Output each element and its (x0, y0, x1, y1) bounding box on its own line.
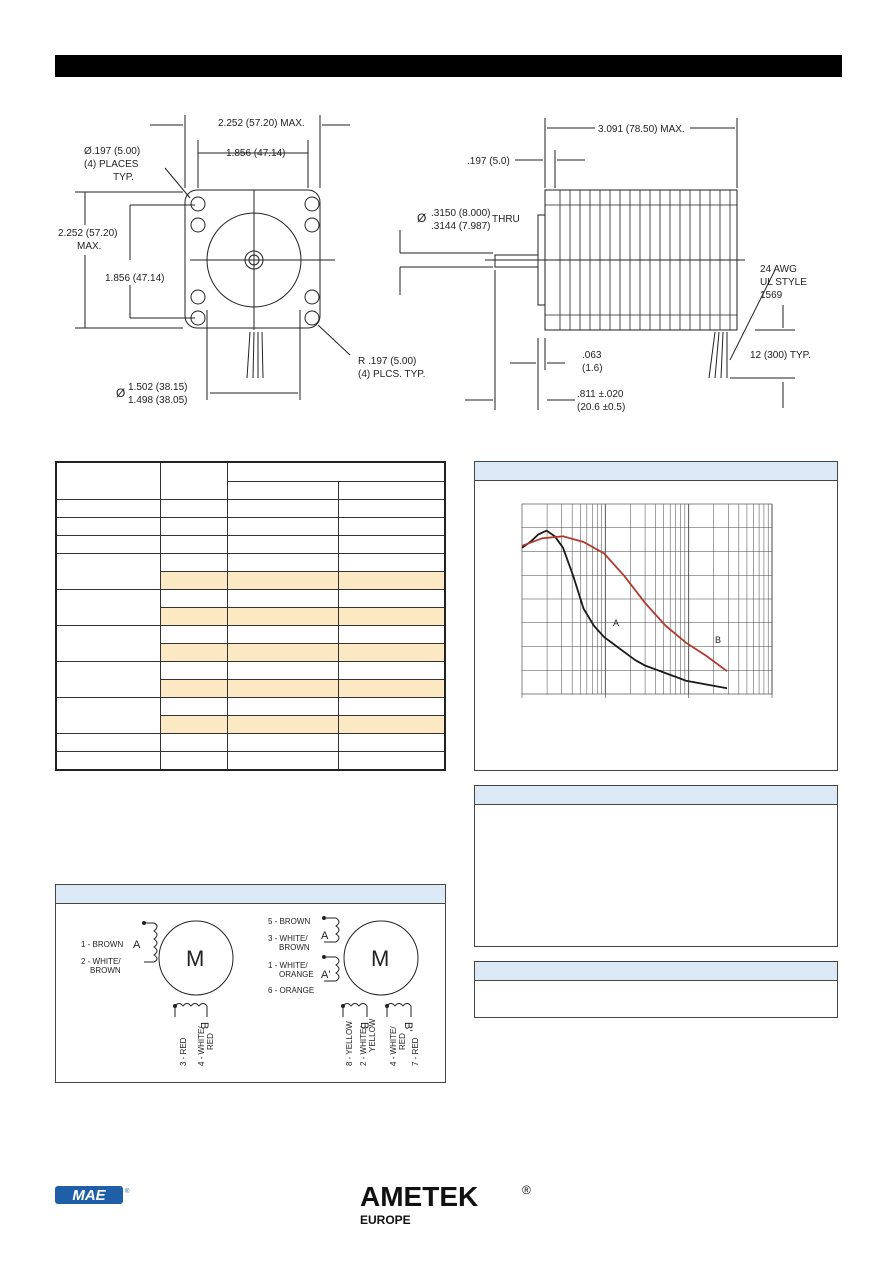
dim-lead-length: 12 (300) TYP. (750, 350, 811, 361)
bipolar-phase-a: A (133, 939, 141, 951)
dim-boss-2: (1.6) (582, 363, 603, 374)
ametek-registered: ® (522, 1183, 531, 1197)
table-row (55, 625, 446, 662)
top-banner (55, 55, 842, 77)
dim-pilot-1: 1.502 (38.15) (128, 382, 188, 393)
notes-panel (474, 785, 838, 947)
bipolar-motor-label: M (186, 946, 204, 971)
bipolar-phase-b: B (198, 1022, 210, 1029)
dim-radius-1: R .197 (5.00) (358, 356, 416, 367)
dim-bolt-spacing-left: 1.856 (47.14) (105, 273, 165, 284)
dim-awg-1: 24 AWG (760, 264, 797, 275)
dim-radius-2: (4) PLCS. TYP. (358, 369, 425, 380)
table-header-row (55, 461, 446, 500)
dim-hole-typ: TYP. (113, 172, 134, 183)
lead-5-brown: 5 - BROWN (268, 917, 310, 926)
table-row (55, 697, 446, 734)
lead-3-white-brown-b: BROWN (279, 943, 310, 952)
wiring-panel-header (56, 885, 445, 904)
table-row-highlight (56, 715, 446, 734)
dim-awg-2: UL STYLE (760, 277, 807, 288)
table-row-highlight (56, 607, 446, 626)
unipolar-phase-a: A (321, 930, 329, 942)
dim-bolt-spacing-top: 1.856 (47.14) (226, 148, 286, 159)
lead-2-white-yellow-b: YELLOW (368, 1018, 377, 1052)
table-row (55, 751, 446, 771)
lead-2-white-yellow-a: 2 - WHITE/ (359, 1026, 368, 1066)
table-row (55, 535, 446, 554)
lead-4-white-red-u-a: 4 - WHITE/ (389, 1026, 398, 1066)
table-row (55, 517, 446, 536)
chart-series-label-a: A (613, 618, 619, 628)
unipolar-motor-label: M (371, 946, 389, 971)
lead-4-white-red-b: RED (206, 1033, 215, 1050)
lead-3-red: 3 - RED (179, 1037, 188, 1066)
dim-hole-dia: Ø.197 (5.00) (84, 146, 140, 157)
ametek-region: EUROPE (360, 1213, 411, 1227)
mae-logo: MAE ® (55, 1186, 130, 1204)
table-row (55, 589, 446, 626)
side-view-drawing: 3.091 (78.50) MAX. .197 (5.0) Ø .3150 (8… (399, 118, 811, 413)
table-row (55, 553, 446, 590)
dim-length-max: 3.091 (78.50) MAX. (598, 124, 685, 135)
unipolar-phase-b-prime: B' (402, 1022, 414, 1031)
lead-8-yellow: 8 - YELLOW (345, 1021, 354, 1066)
lead-1-white-orange-b: ORANGE (279, 970, 314, 979)
table-row (55, 499, 446, 518)
mae-logo-text: MAE (72, 1187, 106, 1204)
unipolar-phase-b: B (358, 1022, 370, 1029)
lead-4-white-red-a: 4 - WHITE/ (197, 1026, 206, 1066)
spec-table (55, 461, 446, 771)
lead-1-brown: 1 - BROWN (81, 940, 123, 949)
lead-4-white-red-u-b: RED (398, 1033, 407, 1050)
dim-awg-3: 1569 (760, 290, 783, 301)
wiring-panel: M M A 1 - BROWN 2 - WHITE/ BROWN B 3 - R… (55, 884, 446, 1083)
dim-shaft-length-1: .811 ±.020 (577, 389, 624, 400)
torque-speed-chart: AB (521, 503, 773, 698)
table-row-highlight (56, 571, 446, 590)
dim-height-max-1: 2.252 (57.20) (58, 228, 118, 239)
dim-pilot-2: 1.498 (38.05) (128, 395, 188, 406)
lead-7-red: 7 - RED (411, 1037, 420, 1066)
unipolar-phase-a-prime: A' (321, 969, 330, 981)
chart-series-b (521, 535, 728, 672)
ametek-logo-text: AMETEK (360, 1181, 478, 1212)
dim-shaft-length-2: (20.6 ±0.5) (577, 402, 625, 413)
dim-shaft-thru: THRU (492, 214, 520, 225)
dim-boss-1: .063 (582, 350, 602, 361)
notes-panel-header (475, 786, 837, 805)
dim-flange: .197 (5.0) (467, 156, 510, 167)
chart-series-a (521, 529, 728, 690)
chart-series-label-b: B (715, 635, 721, 645)
table-subheader-row (56, 480, 446, 500)
dim-shaft-symbol: Ø (417, 211, 426, 225)
table-row (55, 661, 446, 698)
lead-3-white-brown-a: 3 - WHITE/ (268, 934, 308, 943)
lead-6-orange: 6 - ORANGE (268, 986, 314, 995)
ametek-logo: AMETEK ® EUROPE (360, 1181, 531, 1227)
dim-shaft-1: .3150 (8.000) (431, 208, 491, 219)
info-panel-header (475, 962, 837, 981)
lead-2-white-brown-a: 2 - WHITE/ (81, 957, 121, 966)
dim-width-max: 2.252 (57.20) MAX. (218, 118, 305, 129)
front-view-drawing: 2.252 (57.20) MAX. 1.856 (47.14) Ø.197 (… (58, 115, 425, 406)
info-panel (474, 961, 838, 1018)
lead-1-white-orange-a: 1 - WHITE/ (268, 961, 308, 970)
dim-shaft-2: .3144 (7.987) (431, 221, 491, 232)
dim-pilot-symbol: Ø (116, 386, 125, 400)
wiring-diagram: M M A 1 - BROWN 2 - WHITE/ BROWN B 3 - R… (81, 916, 420, 1066)
mae-registered: ® (125, 1188, 130, 1195)
lead-2-white-brown-b: BROWN (90, 966, 121, 975)
dim-hole-places: (4) PLACES (84, 159, 139, 170)
chart-panel-header (475, 462, 837, 481)
table-row (55, 733, 446, 752)
dim-height-max-2: MAX. (77, 241, 101, 252)
